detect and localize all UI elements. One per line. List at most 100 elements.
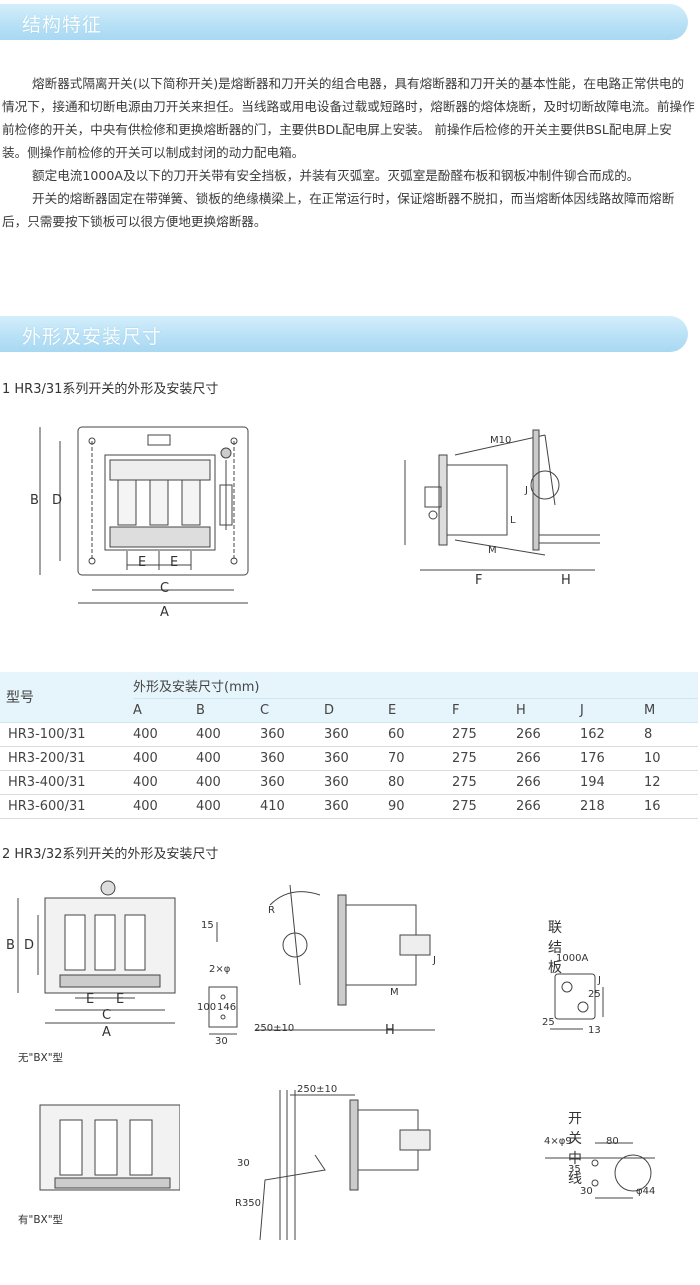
cell-c: 360 [260,770,324,795]
cell-h: 266 [516,794,580,819]
dim-label-b: B [30,493,39,508]
bracket-svg [208,922,238,1035]
side-label-r: R [268,905,275,916]
dim-label-e2: E [170,555,179,570]
section-banner-structure: 结构特征 [0,4,700,40]
link-plate-rating: 1000A [556,953,589,964]
dim-label-d: D [24,938,35,953]
side-label-m: M [390,987,399,998]
table-row: HR3-200/31 400 400 360 360 70 275 266 17… [0,746,698,771]
dim-label-c: C [102,1008,112,1023]
cell-h: 266 [516,770,580,795]
header-col-m: M [644,698,698,723]
cell-m: 8 [644,722,698,747]
side-label-h: H [561,573,571,588]
dim-label-e1: E [138,555,147,570]
bracket-dim-30: 30 [215,1036,228,1047]
table-row: HR3-400/31 400 400 360 360 80 275 266 19… [0,770,698,795]
bracket-phi: 2×φ [209,964,231,975]
caption-no-bx: 无"BX"型 [18,1052,64,1064]
header-col-h: H [516,698,580,723]
link-plate-dim-25a: 25 [542,1017,555,1028]
header-col-a: A [133,698,196,723]
bx-dim-30: 30 [237,1158,250,1169]
cell-c: 410 [260,794,324,819]
section-title-dimensions: 外形及安装尺寸 [22,326,163,348]
cell-d: 360 [324,770,388,795]
bx-r350: R350 [235,1198,262,1209]
side-label-l: L [510,515,516,526]
structure-description: 熔断器式隔离开关(以下简称开关)是熔断器和刀开关的组合电器，具有熔断器和刀开关的… [2,72,696,233]
header-model: 型号 [0,672,133,723]
cell-e: 90 [388,794,452,819]
cell-f: 275 [452,794,516,819]
link-plate-dim-13: 13 [588,1025,601,1036]
centerline-dim-80: 80 [606,1136,619,1147]
table-row: HR3-600/31 400 400 410 360 90 275 266 21… [0,794,698,819]
cell-m: 12 [644,770,698,795]
cell-e: 80 [388,770,452,795]
side-dim-250: 250±10 [254,1023,295,1034]
cell-c: 360 [260,746,324,771]
cell-a: 400 [133,770,196,795]
hr3-32-bx-side-svg [259,1090,431,1241]
cell-model: HR3-200/31 [0,746,133,771]
dimension-table: 型号 外形及安装尺寸(mm) A B C D E F H J M HR3-100… [0,672,698,819]
cell-model: HR3-400/31 [0,770,133,795]
header-col-e: E [388,698,452,723]
side-label-j: J [525,485,528,496]
cell-m: 10 [644,746,698,771]
cell-f: 275 [452,722,516,747]
header-col-f: F [452,698,516,723]
bx-dim-250: 250±10 [297,1084,338,1095]
dim-label-d: D [52,493,63,508]
mounting-bracket-detail: 15 2×φ 100 146 30 [195,912,255,1047]
header-col-d: D [324,698,388,723]
cell-h: 266 [516,746,580,771]
cell-b: 400 [196,794,260,819]
cell-b: 400 [196,746,260,771]
cell-f: 275 [452,770,516,795]
dim-label-b: B [6,938,15,953]
table-row: HR3-100/31 400 400 360 360 60 275 266 16… [0,722,698,747]
header-dimensions-group: 外形及安装尺寸(mm) [133,672,698,699]
banner-bar [0,316,688,352]
cell-d: 360 [324,794,388,819]
switch-body [104,454,216,551]
centerline-phi44: φ44 [636,1186,656,1197]
banner-bar [0,4,688,40]
cell-j: 218 [580,794,644,819]
header-col-c: C [260,698,324,723]
cell-a: 400 [133,746,196,771]
dim-label-e2: E [116,992,125,1007]
mounting-plate [77,426,249,576]
link-plate-dim-25b: 25 [588,989,601,1000]
side-label-h: H [385,1023,395,1038]
bracket-dim-146: 146 [217,1002,237,1013]
link-plate-label-j: J [598,975,601,986]
hr3-31-side-svg [404,429,600,571]
cell-d: 360 [324,746,388,771]
table-header-row-1: 型号 外形及安装尺寸(mm) [0,672,698,723]
subheading-hr3-31: 1 HR3/31系列开关的外形及安装尺寸 [2,382,219,397]
centerline-holes: 4×φ9 [544,1136,572,1147]
cell-b: 400 [196,722,260,747]
paragraph-1: 熔断器式隔离开关(以下简称开关)是熔断器和刀开关的组合电器，具有熔断器和刀开关的… [2,76,695,160]
side-label-m10: M10 [490,435,512,446]
cell-b: 400 [196,770,260,795]
cell-h: 266 [516,722,580,747]
hr3-32-side-view: R 250±10 H M J [250,875,450,1040]
side-label-j: J [433,955,436,966]
paragraph-2: 额定电流1000A及以下的刀开关带有安全挡板，并装有灭弧室。灭弧室是酚醛布板和钢… [32,168,640,183]
cell-c: 360 [260,722,324,747]
section-title-structure: 结构特征 [22,14,103,36]
hr3-32-front-view-with-bx [0,1100,180,1200]
hr3-32-side-svg [255,884,435,1031]
bracket-dim-100: 100 [197,1002,217,1013]
hr3-32-bx-front-svg [39,1104,180,1191]
hr3-31-front-view: B D A C E E [30,415,270,625]
caption-with-bx: 有"BX"型 [18,1214,64,1226]
centerline-dim-30: 30 [580,1186,593,1197]
header-col-b: B [196,698,260,723]
hr3-32-bx-side-view: 250±10 30 R350 [225,1080,445,1250]
